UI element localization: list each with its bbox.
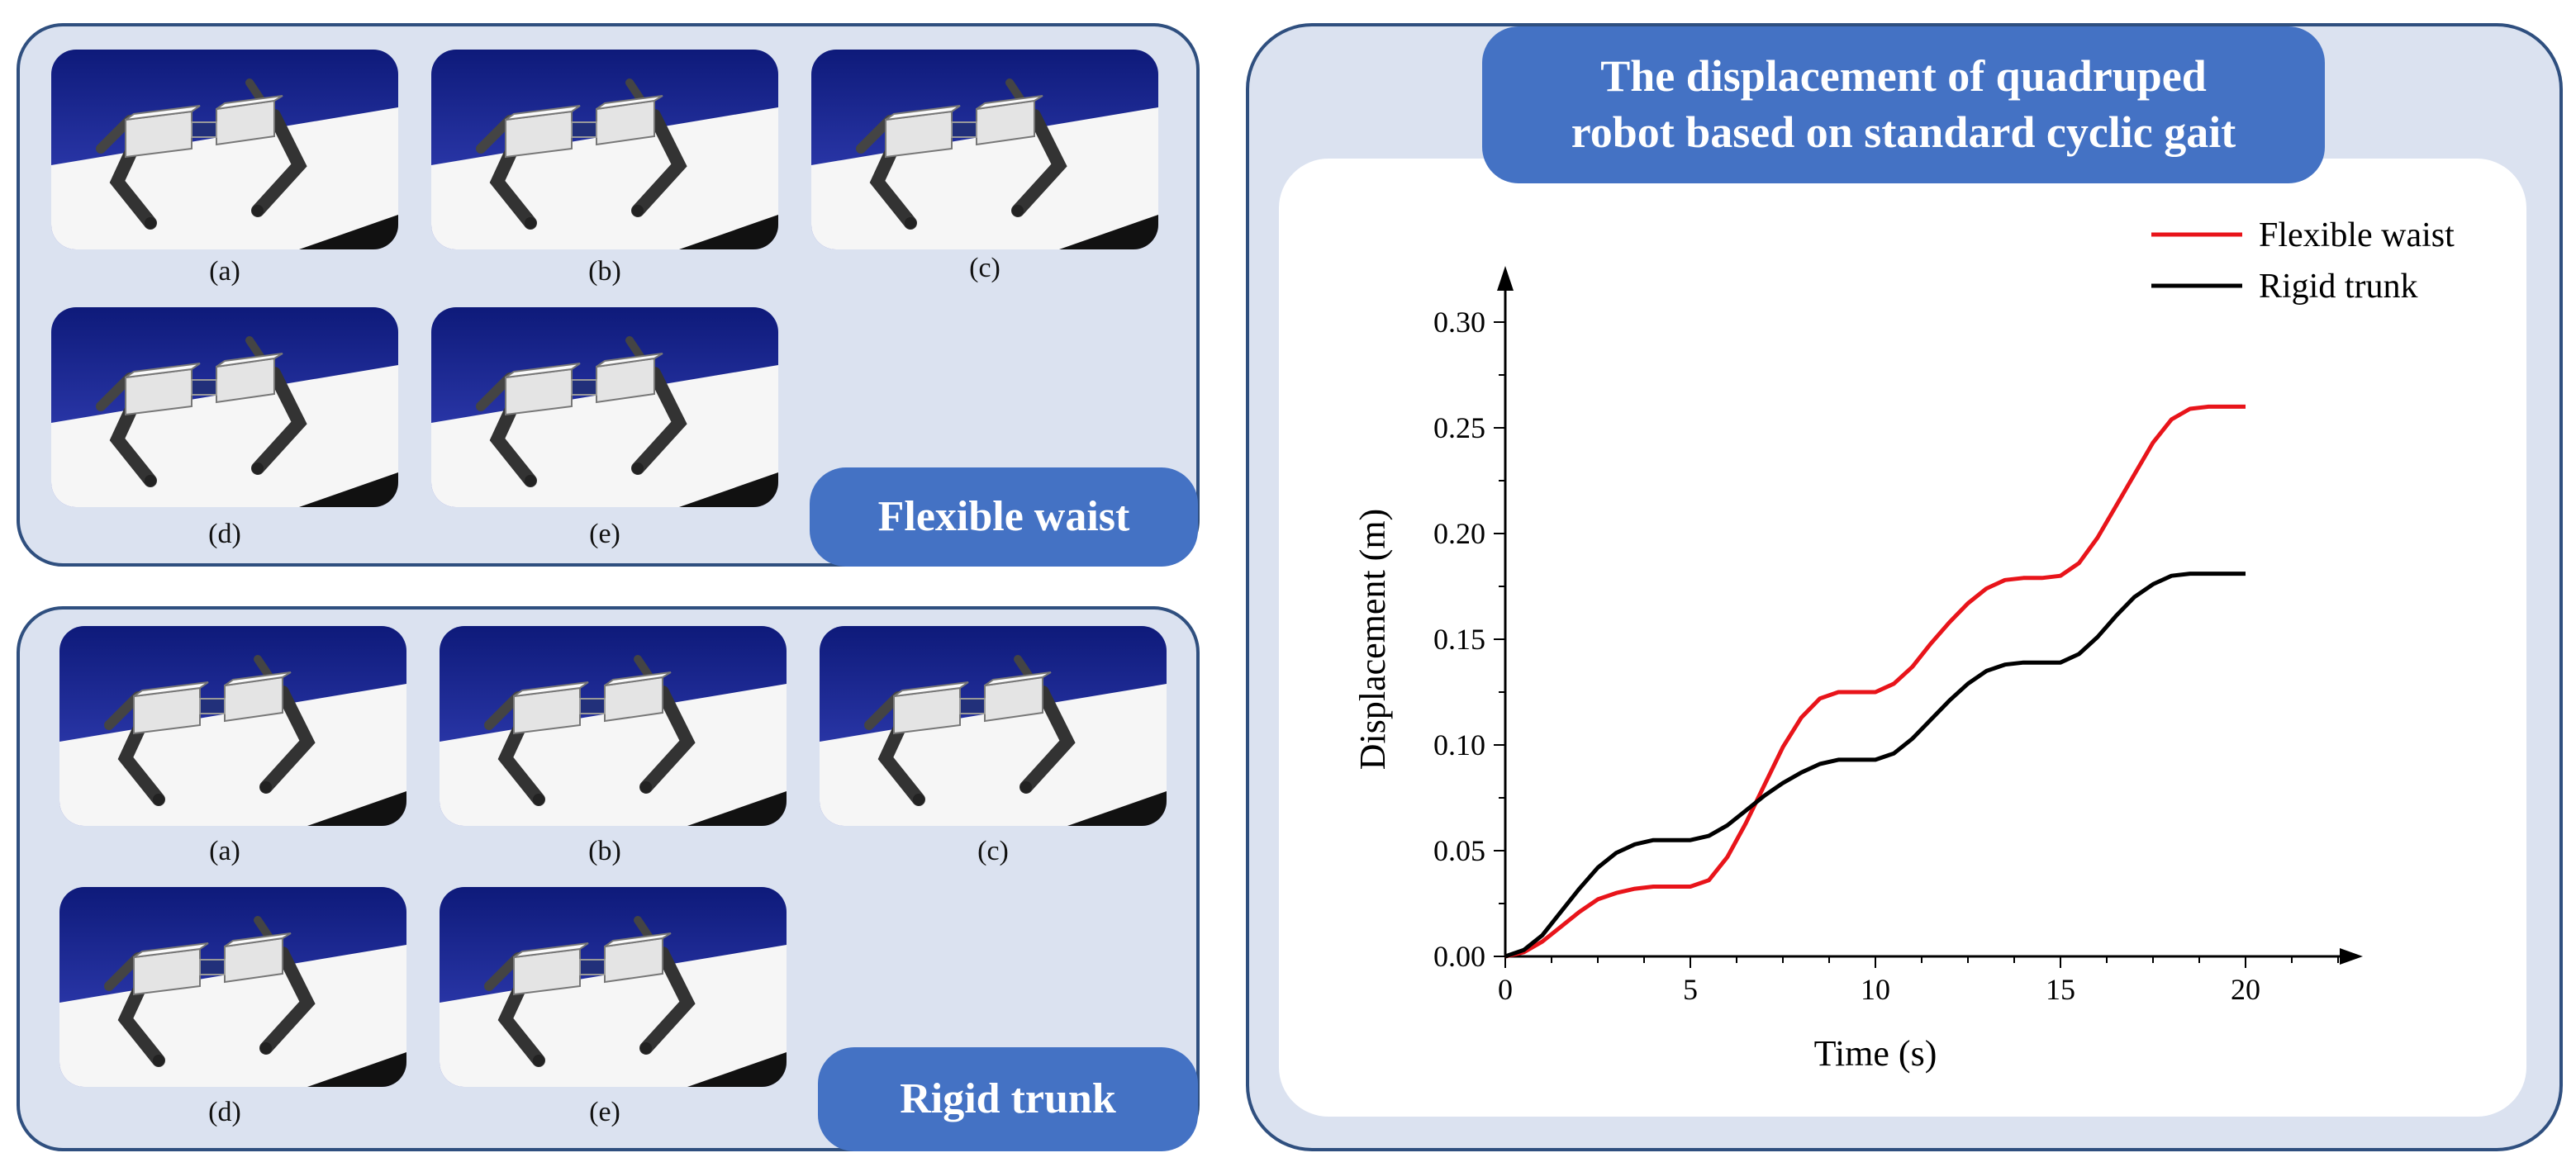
rigid-trunk-caption-a: (a) bbox=[209, 836, 240, 866]
flexible-waist-caption-e: (e) bbox=[589, 519, 620, 549]
rigid-trunk-label: Rigid trunk bbox=[818, 1047, 1198, 1151]
flexible-waist-caption-d: (d) bbox=[208, 519, 241, 549]
y-tick-label: 0.05 bbox=[1433, 834, 1485, 867]
flexible-waist-caption-b: (b) bbox=[588, 256, 621, 287]
chart-title: The displacement of quadruped robot base… bbox=[1482, 26, 2325, 183]
x-axis-label: Time (s) bbox=[1814, 1033, 1937, 1074]
y-tick-label: 0.15 bbox=[1433, 623, 1485, 656]
y-tick-label: 0.30 bbox=[1433, 306, 1485, 339]
x-tick-label: 15 bbox=[2046, 973, 2075, 1006]
y-tick-label: 0.10 bbox=[1433, 728, 1485, 761]
series-line-flexible-waist bbox=[1504, 404, 2246, 959]
rigid-trunk-caption-e: (e) bbox=[589, 1097, 620, 1127]
y-tick-label: 0.25 bbox=[1433, 411, 1485, 444]
x-tick-label: 20 bbox=[2231, 973, 2260, 1006]
chart-title-line-1: The displacement of quadruped bbox=[1600, 51, 2207, 101]
x-tick-label: 5 bbox=[1683, 973, 1698, 1006]
y-tick-label: 0.00 bbox=[1433, 940, 1485, 973]
flexible-waist-label: Flexible waist bbox=[810, 467, 1198, 567]
x-tick-label: 0 bbox=[1498, 973, 1513, 1006]
y-axis-label: Displacement (m) bbox=[1352, 509, 1393, 770]
flexible-waist-caption-c: (c) bbox=[969, 253, 1000, 283]
rigid-trunk-caption-d: (d) bbox=[208, 1097, 241, 1127]
y-axis-arrow bbox=[1497, 266, 1514, 291]
rigid-trunk-caption-c: (c) bbox=[977, 836, 1009, 866]
x-axis-arrow bbox=[2340, 948, 2363, 965]
series-line-rigid-trunk bbox=[1504, 572, 2246, 959]
rigid-trunk-caption-b: (b) bbox=[588, 836, 621, 866]
y-tick-label: 0.20 bbox=[1433, 517, 1485, 550]
legend-label-flexible-waist: Flexible waist bbox=[2259, 216, 2455, 254]
flexible-waist-caption-a: (a) bbox=[209, 256, 240, 287]
legend-label-rigid-trunk: Rigid trunk bbox=[2259, 268, 2418, 306]
x-tick-label: 10 bbox=[1861, 973, 1890, 1006]
chart-title-line-2: robot based on standard cyclic gait bbox=[1571, 107, 2236, 157]
